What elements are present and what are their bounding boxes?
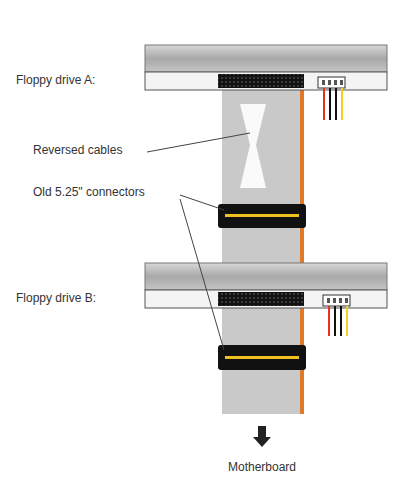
old-525-connector <box>218 204 306 228</box>
down-arrow <box>253 426 271 447</box>
leader-lines <box>147 133 250 350</box>
part-label: Floppy drive B: <box>16 291 96 305</box>
part-label: Reversed cables <box>33 143 122 157</box>
floppy-drive-b <box>145 263 387 336</box>
floppy-drive-a <box>145 45 387 120</box>
destination-label: Motherboard <box>228 460 296 474</box>
part-label: Old 5.25" connectors <box>33 185 145 199</box>
part-label: Floppy drive A: <box>16 73 95 87</box>
old-525-connector <box>218 345 306 370</box>
